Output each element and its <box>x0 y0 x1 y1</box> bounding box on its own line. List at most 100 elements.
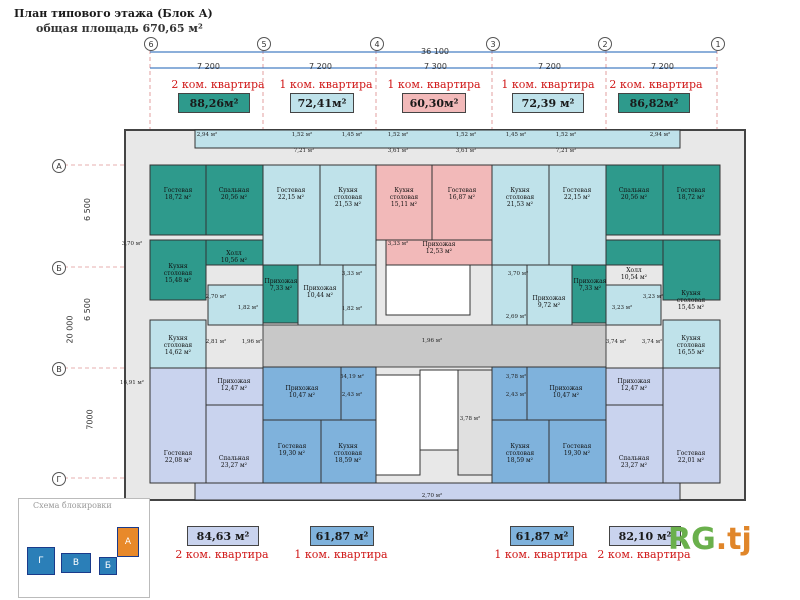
apt-top-2-guest <box>262 164 321 266</box>
apt-top-2-entry <box>297 264 344 326</box>
apt-top-2-kitchen <box>319 164 377 266</box>
legend-title: Схема блокировки <box>33 501 112 510</box>
small-area-label: 3,33 м² <box>388 240 408 247</box>
apt-top-2-bath <box>342 264 377 326</box>
apt-top-3-guest <box>431 164 493 241</box>
apt-top-4-entry <box>526 264 573 326</box>
top-apt-1-label: 2 ком. квартира <box>171 78 265 91</box>
apt-top-3-kitchen <box>375 164 433 241</box>
legend-block-A: А <box>117 527 139 557</box>
small-area-label: 1,45 м² <box>342 131 362 138</box>
rg-tj-watermark: RG.tj <box>668 522 752 557</box>
plan-title: План типового этажа (Блок А) <box>14 7 213 20</box>
dim-left-3: 7000 <box>85 409 95 430</box>
bot-apt-2-label: 1 ком. квартира <box>294 548 388 561</box>
bot-apt-1-area: 84,63 м² <box>187 526 259 546</box>
apt-bot-3-bath <box>491 366 528 421</box>
apt-top-1-guest <box>149 164 207 236</box>
axis-marker-2: 2 <box>598 37 612 51</box>
dim-span-2: 7 200 <box>309 62 332 71</box>
small-area-label: 16,91 м² <box>120 379 144 386</box>
plan-subtitle: общая площадь 670,65 м² <box>36 22 203 35</box>
small-area-label: 7,21 м² <box>294 147 314 154</box>
axis-marker-V: В <box>52 362 66 376</box>
legend-block-G: Г <box>27 547 55 575</box>
bot-apt-3-label: 1 ком. квартира <box>494 548 588 561</box>
small-area-label: 1,52 м² <box>292 131 312 138</box>
apt-top-4-kitchen <box>491 164 550 266</box>
apt-top-1-bedroom <box>205 164 264 236</box>
dim-span-1: 7 200 <box>197 62 220 71</box>
small-area-label: 1,52 м² <box>456 131 476 138</box>
top-apt-1-area: 88,26м² <box>178 93 250 113</box>
apt-bot-1-guest <box>149 367 207 484</box>
watermark-tj: .tj <box>715 522 752 557</box>
small-area-label: 1,52 м² <box>388 131 408 138</box>
top-apt-4-area: 72,39 м² <box>512 93 584 113</box>
axis-marker-3: 3 <box>486 37 500 51</box>
small-area-label: 3,61 м² <box>456 147 476 154</box>
bot-apt-3-area: 61,87 м² <box>510 526 574 546</box>
small-area-label: 1,82 м² <box>342 305 362 312</box>
bot-apt-1-label: 2 ком. квартира <box>175 548 269 561</box>
top-apt-5-area: 86,82м² <box>618 93 690 113</box>
hall-bottom <box>457 369 493 476</box>
small-area-label: 2,43 м² <box>506 391 526 398</box>
small-area-label: 2,94 м² <box>650 131 670 138</box>
dim-span-3: 7 300 <box>424 62 447 71</box>
small-area-label: 1,96 м² <box>422 337 442 344</box>
staircase-top <box>385 264 471 316</box>
small-area-label: 3,74 м² <box>642 338 662 345</box>
dim-left-1: 6 500 <box>82 198 92 221</box>
dim-total-height: 20 000 <box>65 315 75 344</box>
watermark-rg: RG <box>668 522 716 557</box>
small-area-label: 54,19 м² <box>340 373 364 380</box>
apt-bot-2-entry <box>262 366 342 421</box>
legend-block-B: Б <box>99 557 117 575</box>
apt-bot-4-entry <box>605 367 664 406</box>
apt-bot-2-guest <box>262 419 322 484</box>
apt-top-1-hall <box>205 239 264 266</box>
axis-marker-B: Б <box>52 261 66 275</box>
balcony-top <box>194 129 681 149</box>
bot-apt-2-area: 61,87 м² <box>310 526 374 546</box>
apt-bot-1-bedroom <box>205 404 264 484</box>
apt-top-5-hall <box>605 239 664 266</box>
small-area-label: 3,78 м² <box>460 415 480 422</box>
apt-bot-4-guest <box>662 367 721 484</box>
balcony-bottom <box>194 482 681 501</box>
axis-marker-4: 4 <box>370 37 384 51</box>
legend-panel: Схема блокировки Г В Б А <box>18 498 150 598</box>
small-area-label: 3,61 м² <box>388 147 408 154</box>
small-area-label: 3,70 м² <box>508 270 528 277</box>
small-area-label: 3,78 м² <box>506 373 526 380</box>
bot-apt-4-area: 82,10 м² <box>609 526 681 546</box>
dim-total-width: 36 100 <box>421 47 449 56</box>
axis-marker-5: 5 <box>257 37 271 51</box>
